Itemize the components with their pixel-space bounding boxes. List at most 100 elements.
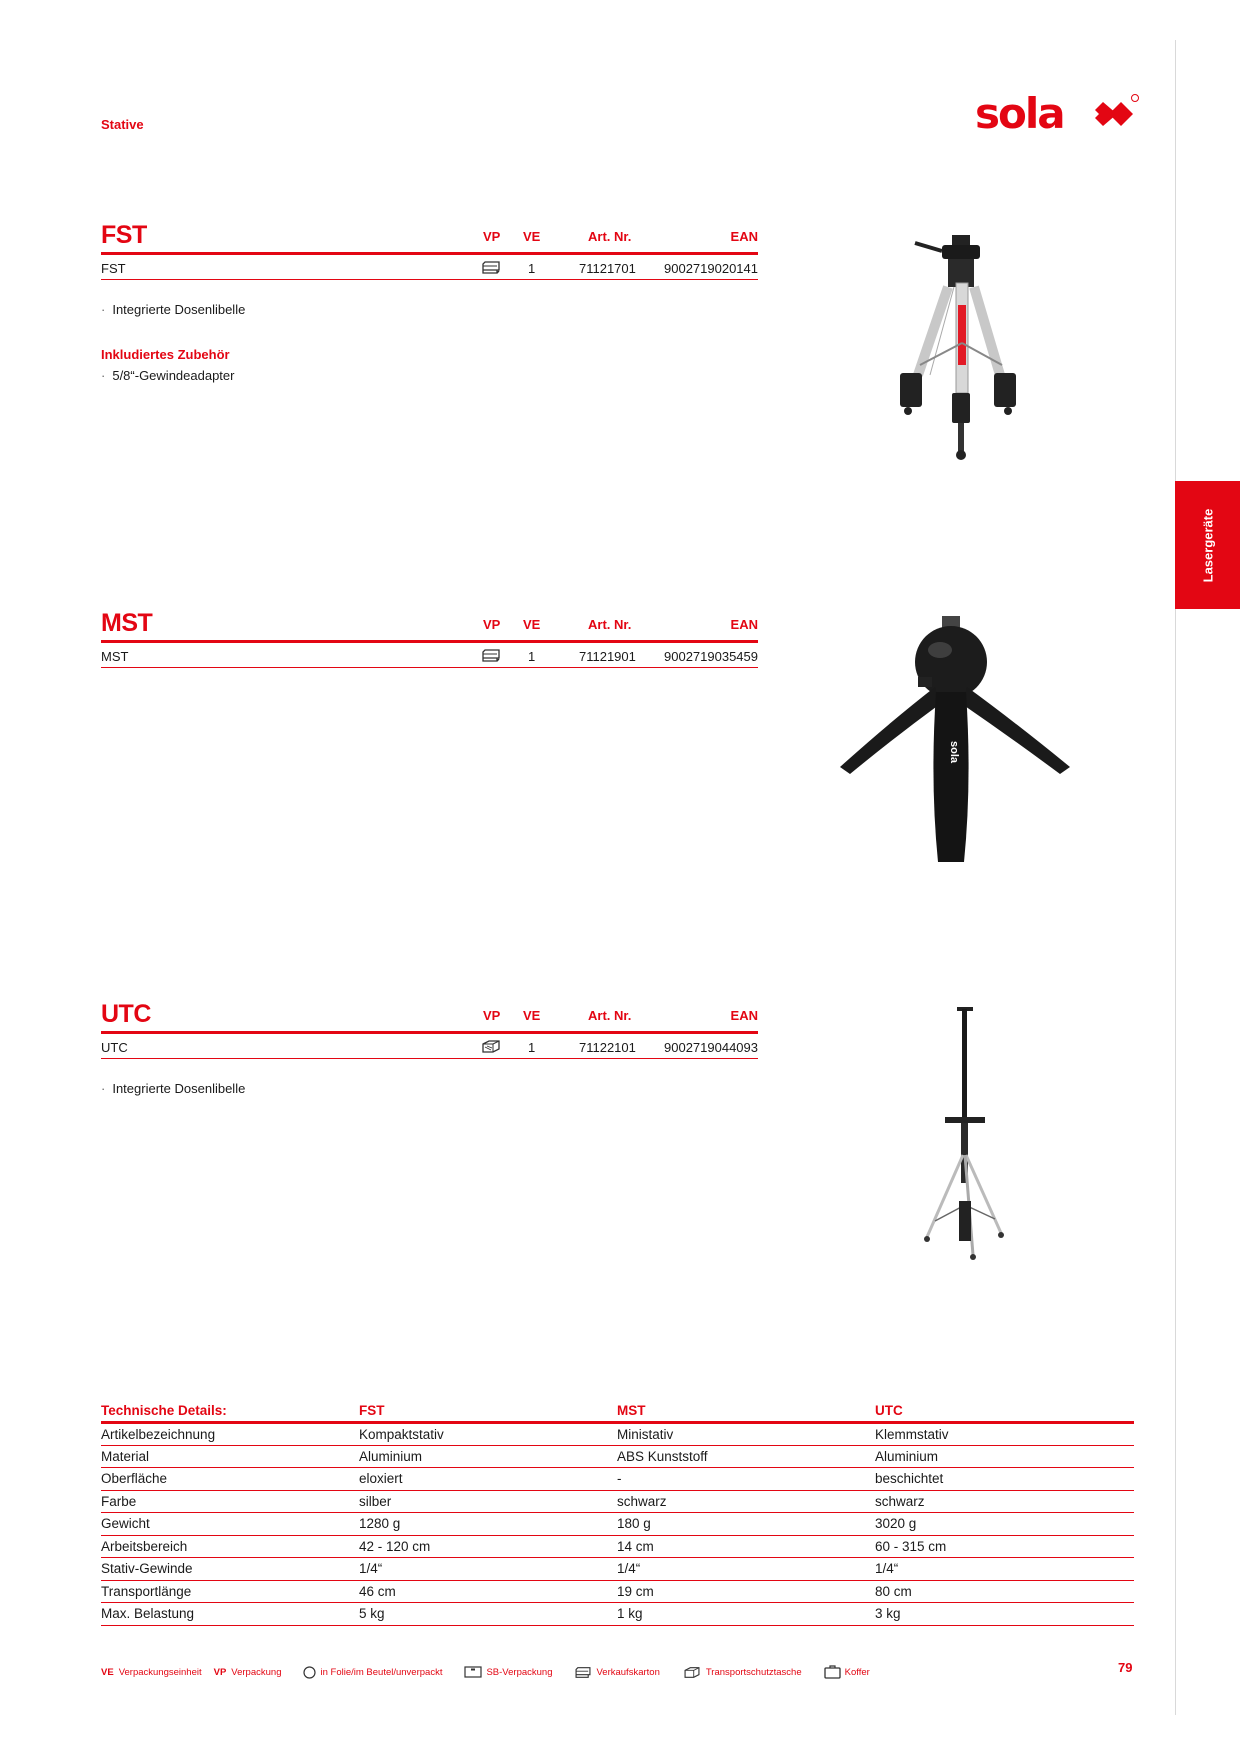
- table-cell: 1/4“: [359, 1557, 617, 1581]
- feature-item: Integrierte Dosenlibelle: [101, 302, 758, 317]
- table-cell: Aluminium: [875, 1445, 1134, 1468]
- sola-logo: sola: [975, 89, 1140, 138]
- table-cell: 1280 g: [359, 1512, 617, 1536]
- table-cell: Material: [101, 1445, 359, 1468]
- mst-tripod-image: sola: [840, 616, 1070, 862]
- chapter-tab-label: Lasergeräte: [1200, 508, 1215, 582]
- transportschutztasche-icon: [684, 1666, 700, 1678]
- transportschutztasche-icon: [482, 1040, 500, 1053]
- col-ve: VE: [523, 617, 541, 632]
- legend-item: Verkaufskarton: [596, 1666, 660, 1678]
- table-header: FST: [359, 1400, 617, 1424]
- product-title: UTC: [101, 1000, 151, 1028]
- legend-ve-text: Verpackungseinheit: [118, 1666, 202, 1678]
- sb-packaging-icon: [464, 1666, 483, 1678]
- legend-vp-abbr: VP: [213, 1666, 227, 1678]
- col-ean: EAN: [730, 1008, 758, 1023]
- product-fst: FST VP VE Art. Nr. EAN FST 1 71121701 90…: [101, 221, 758, 383]
- legend-item: Transportschutztasche: [705, 1666, 802, 1678]
- svg-text:sola: sola: [948, 741, 960, 764]
- table-cell: 1/4“: [617, 1557, 875, 1581]
- product-name: UTC: [101, 1040, 128, 1055]
- product-ean: 9002719035459: [664, 649, 758, 664]
- product-ean: 9002719044093: [664, 1040, 758, 1055]
- table-cell: -: [617, 1467, 875, 1491]
- table-cell: 14 cm: [617, 1535, 875, 1558]
- table-cell: Ministativ: [617, 1422, 875, 1446]
- col-art: Art. Nr.: [588, 617, 632, 632]
- col-vp: VP: [483, 1008, 501, 1023]
- product-row: FST 1 71121701 9002719020141: [101, 255, 758, 280]
- legend-item: SB-Verpackung: [486, 1666, 553, 1678]
- table-cell: eloxiert: [359, 1467, 617, 1491]
- product-art-nr: 71122101: [579, 1040, 636, 1055]
- product-ve: 1: [528, 1040, 536, 1055]
- verkaufskarton-icon: [575, 1666, 591, 1678]
- table-cell: Arbeitsbereich: [101, 1535, 359, 1558]
- technical-details-table: Technische Details: FST MST UTC Artikelb…: [101, 1400, 1134, 1626]
- accessory-item: 5/8“-Gewindeadapter: [101, 368, 758, 383]
- fst-tripod-image: [900, 235, 1016, 460]
- table-cell: schwarz: [875, 1490, 1134, 1513]
- table-header: UTC: [875, 1400, 1134, 1424]
- table-cell: 46 cm: [359, 1580, 617, 1603]
- col-vp: VP: [483, 617, 501, 632]
- product-ve: 1: [528, 649, 536, 664]
- table-cell: Artikelbezeichnung: [101, 1422, 359, 1446]
- product-name: FST: [101, 261, 126, 276]
- product-header: FST VP VE Art. Nr. EAN: [101, 221, 758, 255]
- product-row: UTC 1 71122101 9002719044093: [101, 1034, 758, 1059]
- accessories-heading: Inkludiertes Zubehör: [101, 347, 230, 362]
- product-art-nr: 71121901: [579, 649, 636, 664]
- bag-icon: [303, 1665, 317, 1679]
- table-cell: 1 kg: [617, 1602, 875, 1626]
- packaging-legend: VE Verpackungseinheit VP Verpackung in F…: [101, 1665, 870, 1679]
- product-utc: UTC VP VE Art. Nr. EAN UTC 1 71122101 90…: [101, 1000, 758, 1096]
- table-cell: Gewicht: [101, 1512, 359, 1536]
- product-title: MST: [101, 609, 153, 637]
- chapter-tab: Lasergeräte: [1175, 481, 1240, 609]
- table-header: Technische Details:: [101, 1400, 359, 1424]
- legend-item: Koffer: [844, 1666, 870, 1678]
- legend-item: in Folie/im Beutel/unverpackt: [320, 1666, 443, 1678]
- utc-stand-image: [924, 1007, 1004, 1260]
- table-cell: 3020 g: [875, 1512, 1134, 1536]
- section-label: Stative: [101, 117, 144, 132]
- verkaufskarton-icon: [482, 649, 500, 662]
- col-ean: EAN: [730, 617, 758, 632]
- table-header-row: Technische Details: FST MST UTC: [101, 1400, 1134, 1424]
- verkaufskarton-icon: [482, 261, 500, 274]
- svg-text:sola: sola: [975, 92, 1064, 136]
- feature-item: Integrierte Dosenlibelle: [101, 1081, 758, 1096]
- table-cell: Oberfläche: [101, 1467, 359, 1491]
- table-cell: schwarz: [617, 1490, 875, 1513]
- table-cell: Klemmstativ: [875, 1422, 1134, 1446]
- table-cell: beschichtet: [875, 1467, 1134, 1491]
- col-art: Art. Nr.: [588, 229, 632, 244]
- legend-ve-abbr: VE: [101, 1666, 114, 1678]
- col-art: Art. Nr.: [588, 1008, 632, 1023]
- table-cell: 1/4“: [875, 1557, 1134, 1581]
- table-cell: Farbe: [101, 1490, 359, 1513]
- col-ean: EAN: [730, 229, 758, 244]
- col-ve: VE: [523, 1008, 541, 1023]
- product-art-nr: 71121701: [579, 261, 636, 276]
- product-header: UTC VP VE Art. Nr. EAN: [101, 1000, 758, 1034]
- table-cell: 19 cm: [617, 1580, 875, 1603]
- product-mst: MST VP VE Art. Nr. EAN MST 1 71121901 90…: [101, 609, 758, 668]
- table-cell: ABS Kunststoff: [617, 1445, 875, 1468]
- table-cell: 60 - 315 cm: [875, 1535, 1134, 1558]
- table-cell: 180 g: [617, 1512, 875, 1536]
- table-header: MST: [617, 1400, 875, 1424]
- page-number: 79: [1118, 1660, 1133, 1675]
- table-cell: Kompaktstativ: [359, 1422, 617, 1446]
- col-vp: VP: [483, 229, 501, 244]
- table-cell: 3 kg: [875, 1602, 1134, 1626]
